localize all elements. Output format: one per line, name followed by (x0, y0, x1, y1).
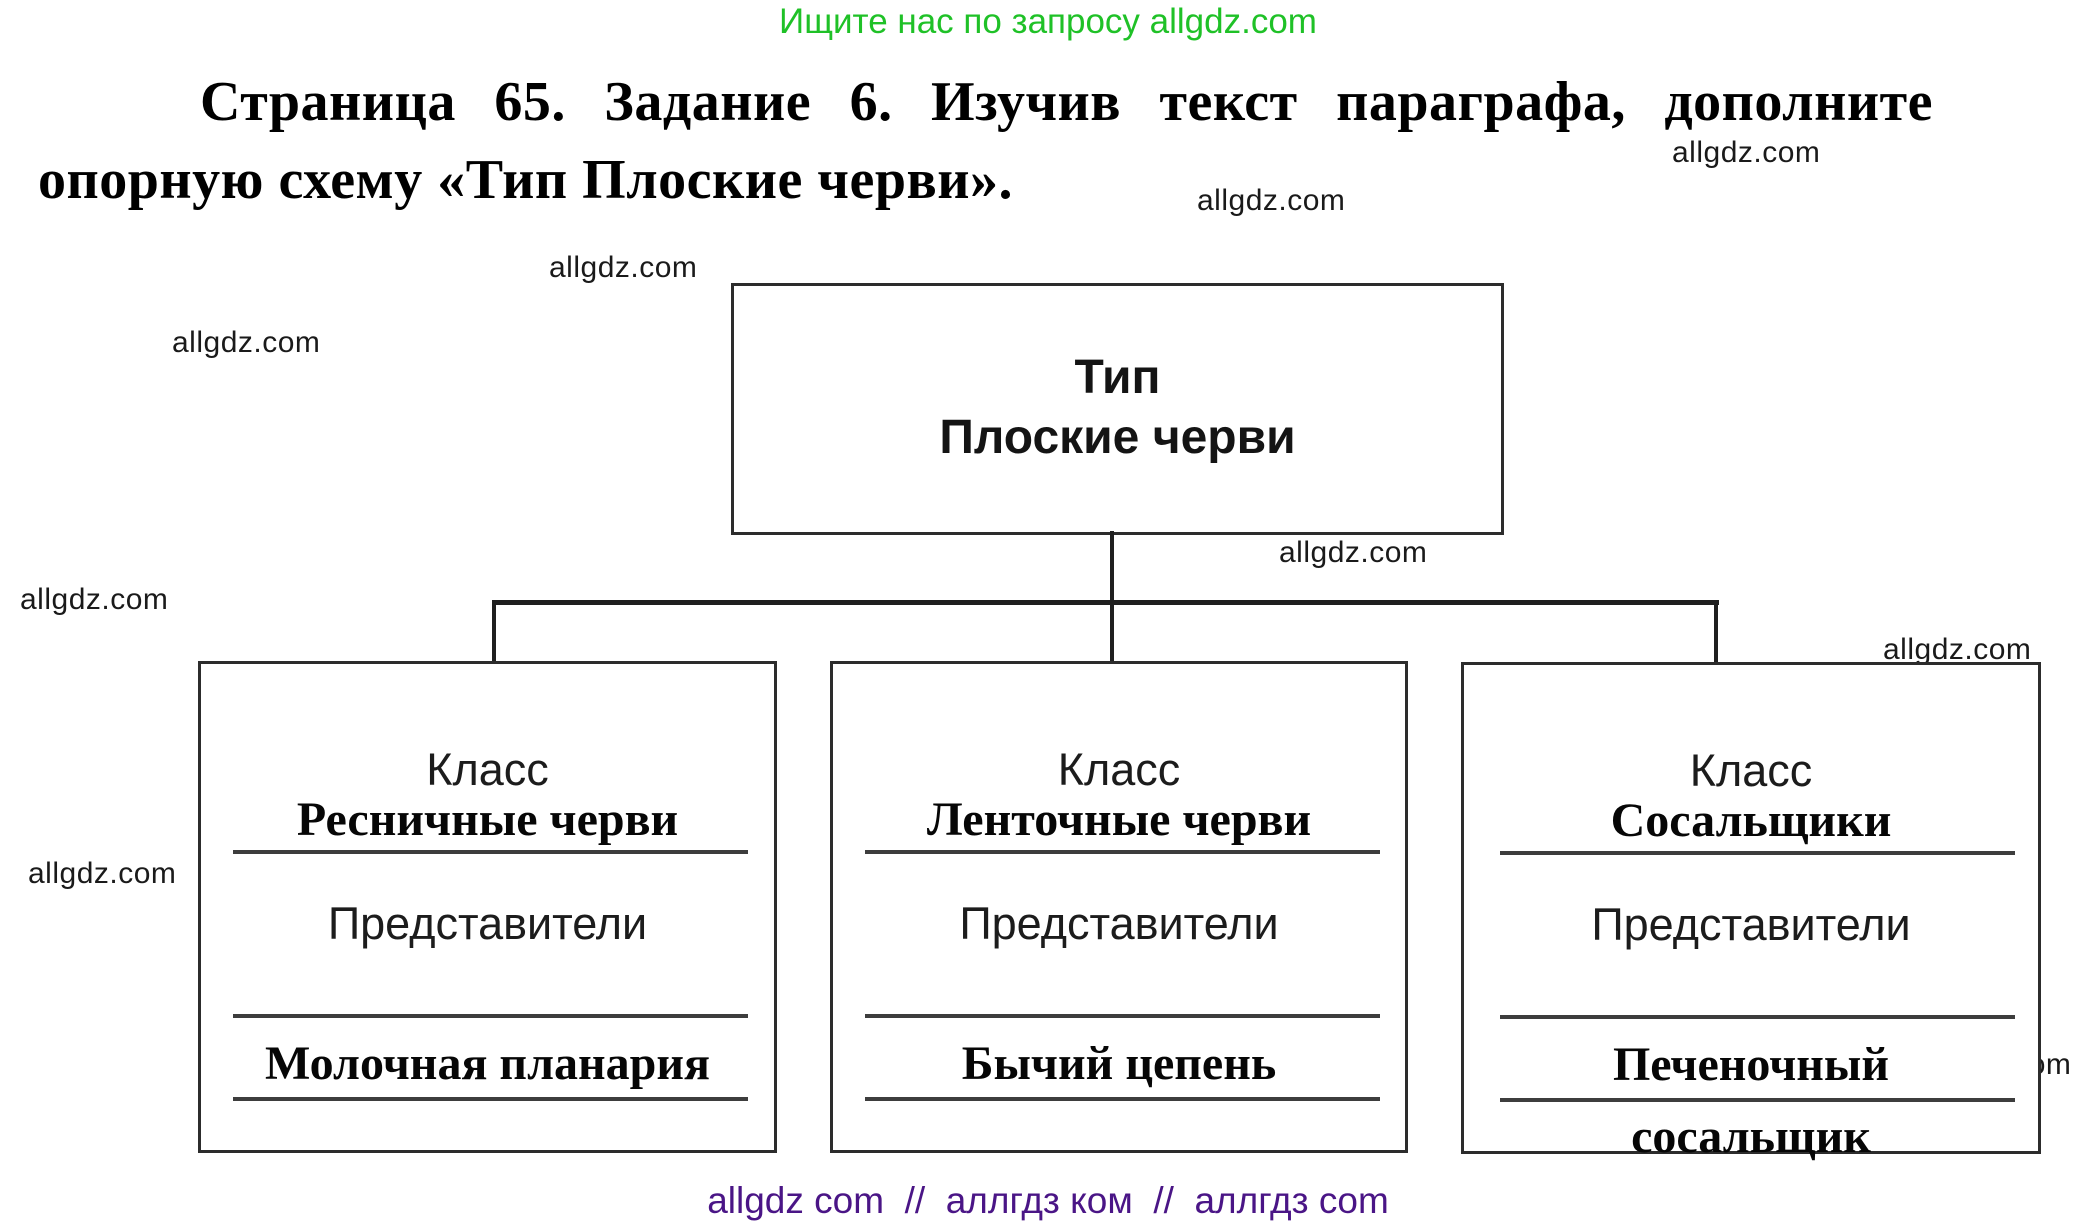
watermark-text: allgdz.com (172, 326, 321, 359)
connector-vertical-right (1714, 600, 1718, 663)
representative-name-line2: сосальщик (1631, 1110, 1871, 1163)
representative-name: Молочная планария (265, 1037, 710, 1090)
type-box-line2: Плоские черви (939, 411, 1296, 464)
class-name: Сосальщики (1610, 794, 1892, 847)
answer-line (865, 1097, 1380, 1101)
watermark-text: allgdz.com (1197, 184, 1346, 217)
connector-vertical-middle (1110, 531, 1114, 662)
answer-line (865, 1014, 1380, 1018)
watermark-text: allgdz.com (28, 857, 177, 890)
connector-vertical-left (492, 600, 496, 662)
watermark-text: allgdz.com (1672, 136, 1821, 169)
representative-name: Бычий цепень (961, 1037, 1277, 1090)
answer-line (1500, 1098, 2015, 1102)
representatives-label: Представители (1591, 899, 1911, 950)
class-name: Ленточные черви (926, 793, 1312, 846)
class-label: Класс (1689, 745, 1813, 796)
representative-name: Печеночный (1612, 1038, 1890, 1091)
class-label: Класс (1057, 744, 1181, 795)
class-box-sosalshchiki: Класс Сосальщики Представители Печеночны… (1461, 662, 2041, 1163)
watermark-text: allgdz.com (549, 251, 698, 284)
class-label: Класс (426, 744, 549, 795)
answer-line (865, 850, 1380, 854)
type-box-line1: Тип (1074, 351, 1161, 404)
promo-banner: Ищите нас по запросу allgdz.com (779, 2, 1317, 41)
class-name: Ресничные черви (296, 793, 679, 846)
representatives-label: Представители (327, 898, 648, 949)
class-box-lentochnye-chervi: Класс Ленточные черви Представители Бычи… (830, 661, 1408, 1153)
answer-line (1500, 1015, 2015, 1019)
task-heading-line2: опорную схему «Тип Плоские черви». (38, 149, 1013, 211)
answer-line (233, 1014, 748, 1018)
answer-line (233, 850, 748, 854)
task-heading-line1: Страница 65. Задание 6. Изучив текст пар… (200, 71, 1933, 133)
class-box-resnichnye-chervi: Класс Ресничные черви Представители Моло… (198, 661, 777, 1153)
watermark-text: allgdz.com (1883, 633, 2032, 666)
type-box: Тип Плоские черви (731, 283, 1504, 535)
connector-horizontal (492, 600, 1719, 605)
watermark-text: allgdz.com (20, 583, 169, 616)
representatives-label: Представители (959, 898, 1279, 949)
answer-line (1500, 851, 2015, 855)
answer-line (233, 1097, 748, 1101)
footer-keywords: allgdz com // аллгдз ком // аллгдз com (707, 1180, 1389, 1221)
watermark-text: allgdz.com (1279, 536, 1428, 569)
